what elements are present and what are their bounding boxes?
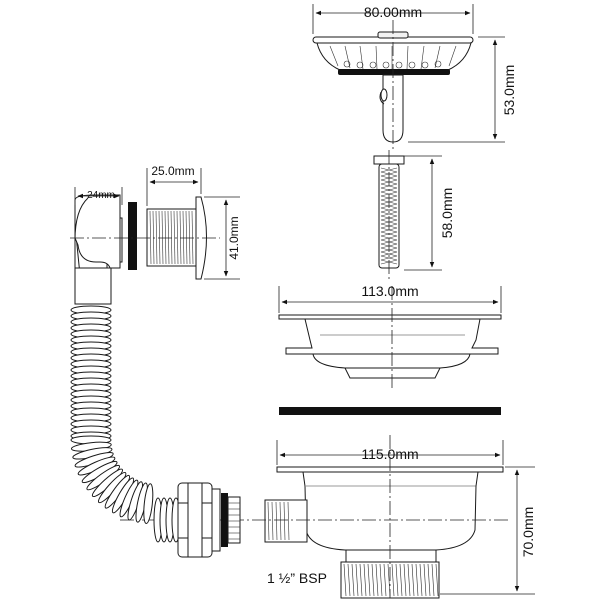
dim-overflow-height: 41.0mm: [204, 196, 241, 280]
overflow-elbow: [74, 194, 123, 305]
label-overflow-thread: 25.0mm: [151, 164, 194, 178]
label-body-height: 70.0mm: [520, 507, 536, 558]
label-filter-height: 58.0mm: [439, 188, 455, 239]
top-flange: [278, 314, 502, 379]
label-body-width: 115.0mm: [361, 446, 418, 462]
overflow-gasket: [128, 202, 137, 270]
dim-body-height: 70.0mm: [440, 466, 536, 595]
hose-connector-nut: [177, 482, 241, 558]
dim-overflow-thread: 25.0mm: [146, 164, 202, 206]
label-overflow-height: 41.0mm: [227, 216, 241, 259]
label-strainer-width: 80.00mm: [364, 4, 422, 20]
dim-overflow-offset: 24mm: [74, 187, 123, 205]
flange-gasket: [279, 407, 501, 415]
dim-flange-width: 113.0mm: [278, 283, 502, 313]
thread-spec-label: 1 ½” BSP: [267, 570, 327, 586]
dim-filter-height: 58.0mm: [404, 155, 455, 271]
label-flange-width: 113.0mm: [361, 283, 418, 299]
dim-body-width: 115.0mm: [276, 440, 504, 465]
flexible-hose: [70, 305, 181, 543]
dim-strainer-width: 80.00mm: [312, 4, 474, 34]
hose-rib: [143, 483, 154, 525]
label-strainer-height: 53.0mm: [501, 65, 517, 116]
dim-strainer-height: 53.0mm: [408, 36, 517, 143]
label-overflow-offset: 24mm: [87, 190, 115, 201]
overflow-threaded-body: [146, 196, 207, 280]
